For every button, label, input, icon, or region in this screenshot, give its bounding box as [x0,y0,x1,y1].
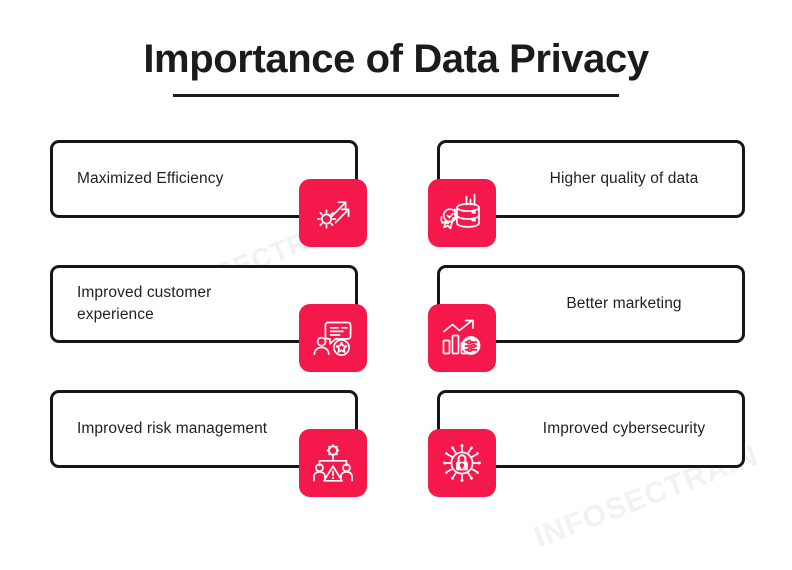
marketing-analytics-chart-icon [428,304,496,372]
benefit-card-better-marketing[interactable]: Better marketing [428,265,745,372]
benefit-card-label: Maximized Efficiency [77,170,224,187]
title-underline [173,94,619,97]
benefit-card-label: Improved customer experience [77,284,212,323]
page-header: Importance of Data Privacy [0,38,792,97]
benefit-card-maximized-efficiency[interactable]: Maximized Efficiency [50,140,367,247]
benefits-grid: Maximized Efficiency Higher quality of d… [0,140,792,515]
team-risk-warning-icon [299,429,367,497]
benefit-card-improved-cybersecurity[interactable]: Improved cybersecurity [428,390,745,497]
customer-review-chat-icon [299,304,367,372]
benefit-card-improved-customer-experience[interactable]: Improved customer experience [50,265,367,372]
page-title: Importance of Data Privacy [143,37,649,81]
benefit-card-label: Higher quality of data [549,170,699,187]
cyber-padlock-circuit-icon [428,429,496,497]
benefit-card-label: Improved cybersecurity [542,420,706,437]
benefit-card-higher-quality-of-data[interactable]: Higher quality of data [428,140,745,247]
benefits-row-2: Improved customer experience Better mark… [0,265,792,390]
benefits-row-3: Improved risk management Impro [0,390,792,515]
benefit-card-label: Improved risk management [77,420,268,437]
gear-growth-arrows-icon [299,179,367,247]
benefit-card-improved-risk-management[interactable]: Improved risk management [50,390,367,497]
benefits-row-1: Maximized Efficiency Higher quality of d… [0,140,792,265]
database-quality-badge-icon [428,179,496,247]
benefit-card-label: Better marketing [566,295,682,312]
